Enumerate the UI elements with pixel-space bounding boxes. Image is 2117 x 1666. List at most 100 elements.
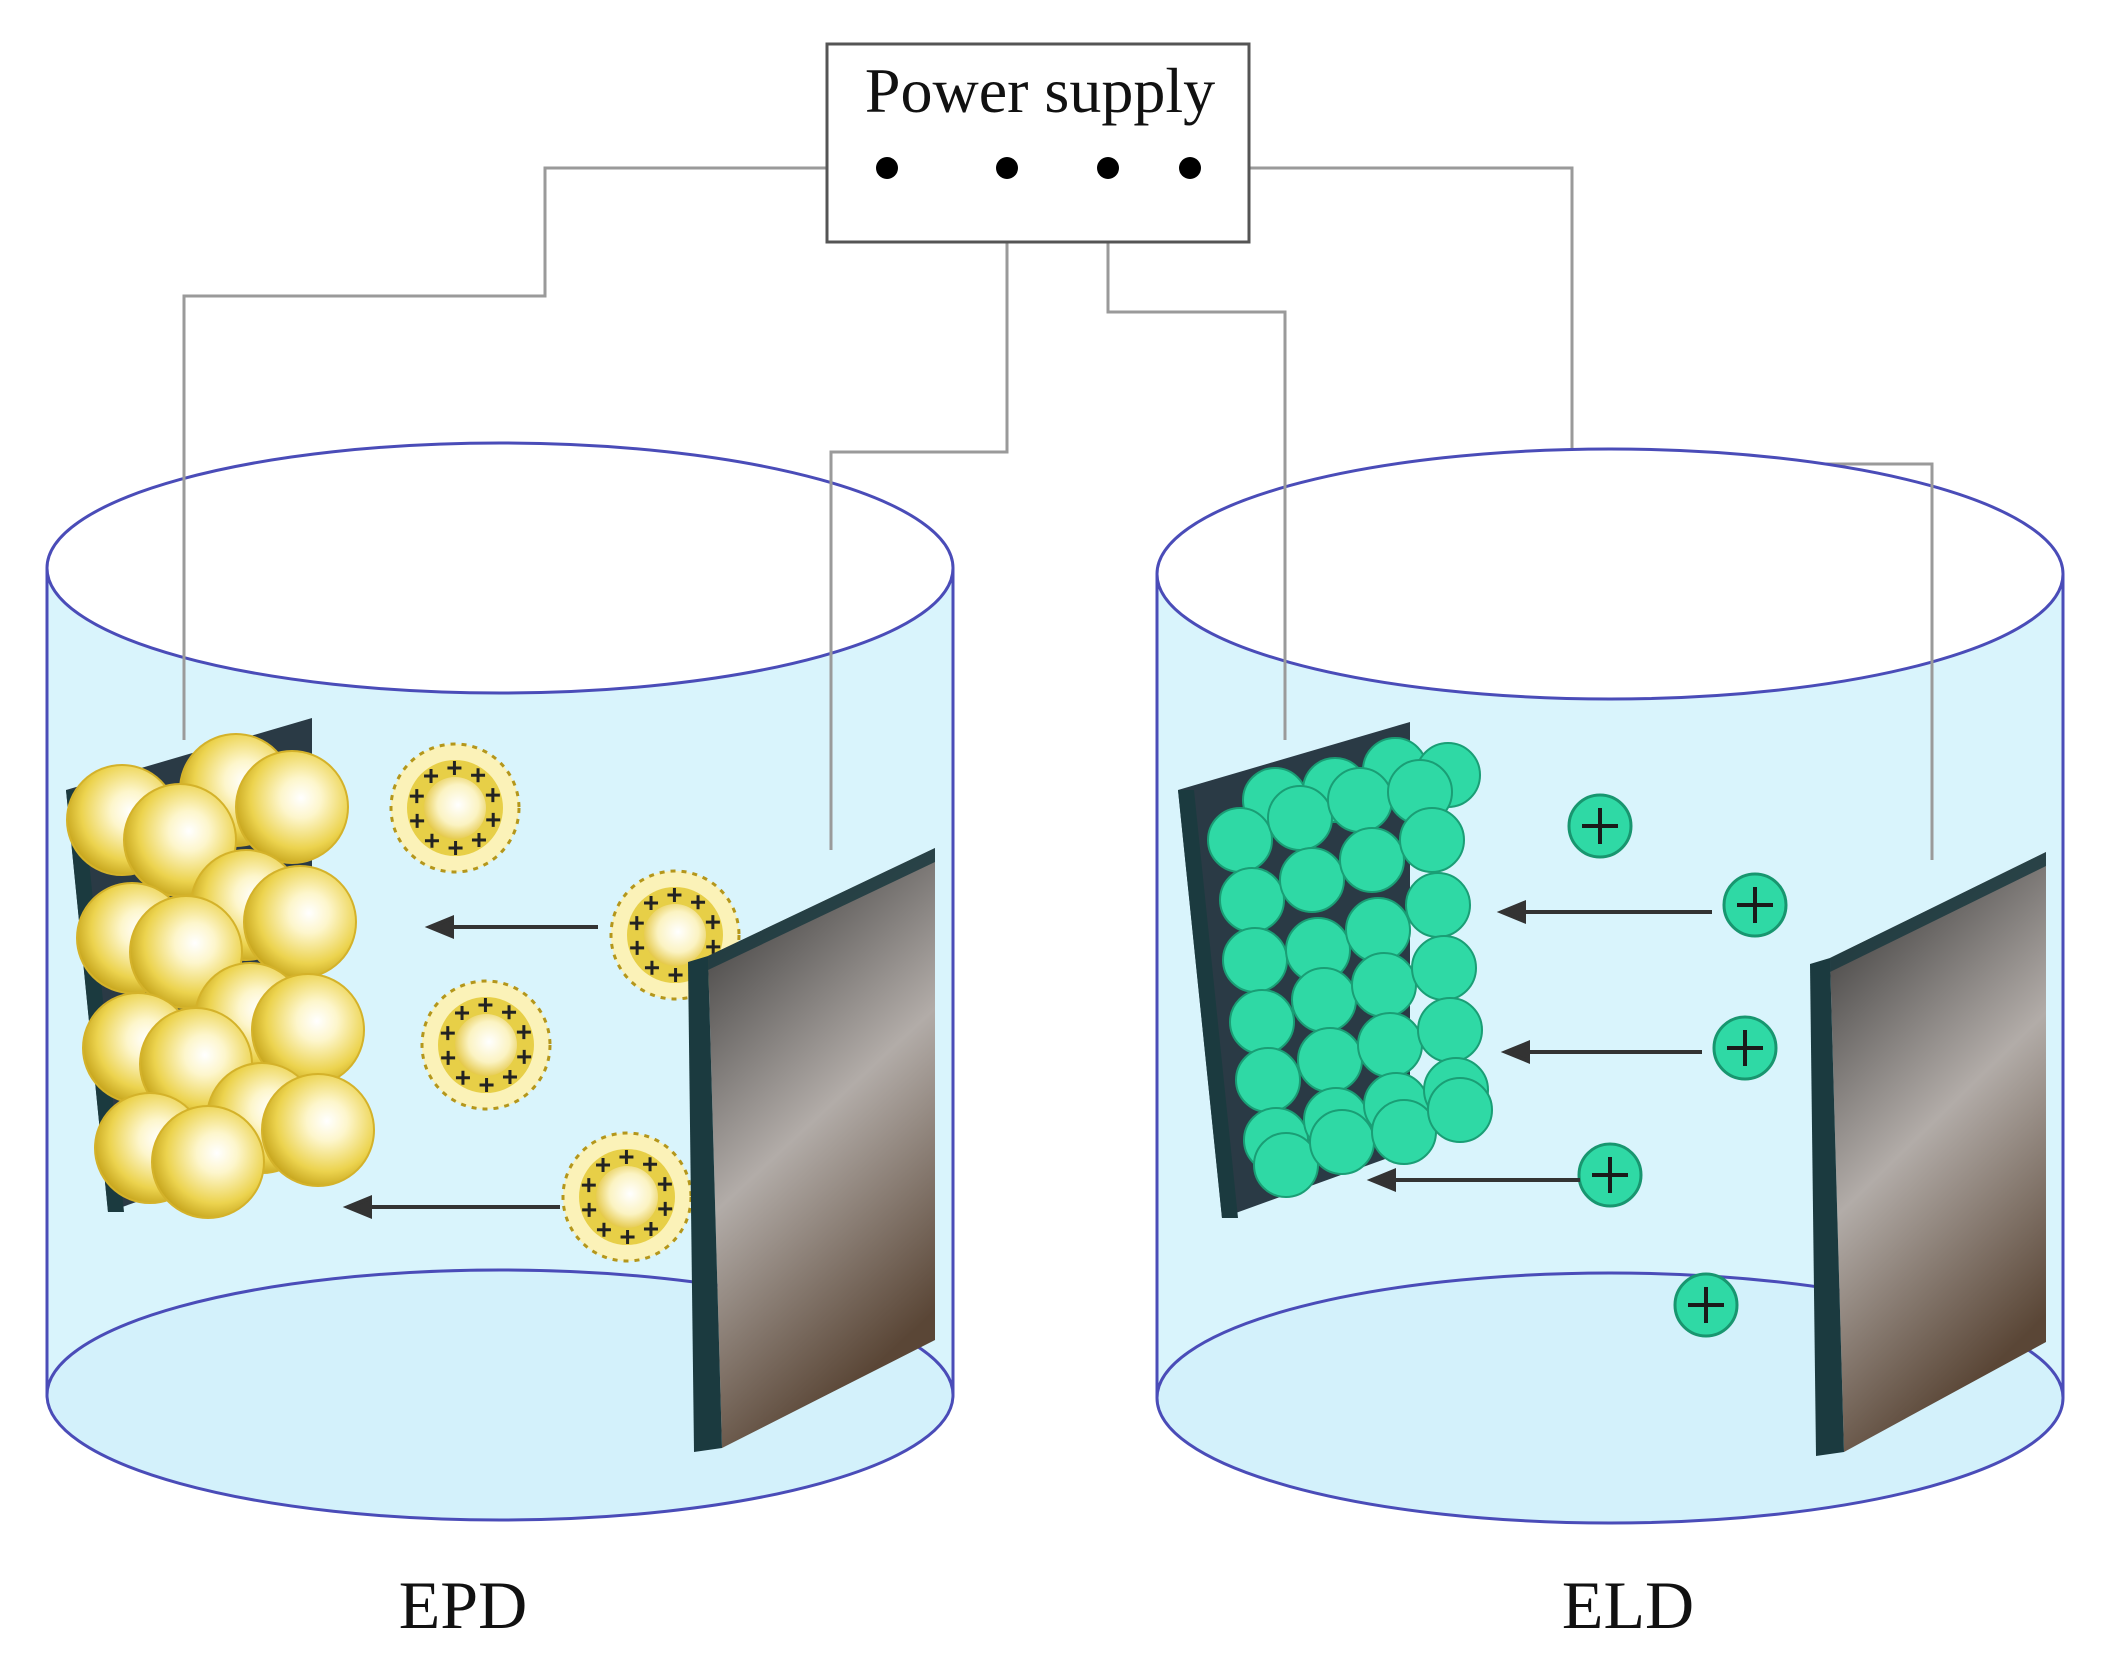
power-supply-box	[825, 42, 1251, 244]
terminal-dot	[1097, 157, 1119, 179]
plus-sign	[582, 1202, 597, 1217]
plus-sign	[517, 1049, 532, 1064]
arrow-head	[1500, 1040, 1530, 1064]
plus-sign	[705, 915, 720, 930]
deposited-ion	[1253, 1132, 1319, 1198]
epd-caption: EPD	[399, 1567, 527, 1643]
particle-core	[596, 1166, 658, 1228]
plus-sign	[478, 998, 493, 1012]
plus-sign	[629, 916, 644, 931]
plus-sign	[596, 1157, 611, 1172]
deposited-ion	[1229, 989, 1295, 1055]
plus-sign	[486, 812, 501, 827]
terminal-dot	[1179, 157, 1201, 179]
plus-icon	[1727, 1030, 1763, 1066]
plus-sign	[620, 1230, 635, 1244]
epd-arrows	[342, 915, 598, 1219]
deposited-ion	[1235, 1047, 1301, 1113]
power-supply-terminals	[876, 157, 1201, 179]
particle-core	[424, 777, 486, 839]
deposited-ion	[1327, 767, 1393, 833]
deposited-ion	[1427, 1077, 1493, 1143]
deposited-ion	[1371, 1099, 1437, 1165]
yellow-particle	[151, 1105, 265, 1219]
plus-sign	[502, 1070, 517, 1085]
eld-arrows	[1366, 900, 1712, 1192]
plus-sign	[455, 1070, 470, 1085]
eld-right-electrode	[1810, 852, 2046, 1456]
plus-sign	[424, 833, 439, 848]
plus-sign	[409, 789, 424, 804]
plus-sign	[643, 1222, 658, 1237]
yellow-particle	[243, 865, 357, 979]
plus-sign	[644, 960, 659, 975]
plus-sign	[667, 888, 682, 903]
arrow-head	[424, 915, 454, 939]
epd-cell: EPD	[45, 440, 955, 1643]
yellow-particle	[261, 1073, 375, 1187]
plus-sign	[691, 895, 706, 910]
plus-sign	[658, 1201, 673, 1216]
cation-ion	[1577, 1142, 1643, 1208]
deposited-ion	[1351, 952, 1417, 1018]
plus-sign	[581, 1178, 596, 1193]
plus-sign	[502, 1005, 517, 1020]
plus-sign	[471, 833, 486, 848]
plus-sign	[440, 1026, 455, 1041]
deposited-ion	[1309, 1109, 1375, 1175]
plus-sign	[657, 1177, 672, 1192]
deposited-ion	[1297, 1027, 1363, 1093]
plus-sign	[485, 788, 500, 803]
plus-icon	[1582, 808, 1618, 844]
deposited-ion	[1207, 807, 1273, 873]
plus-sign	[644, 895, 659, 910]
plus-sign	[441, 1050, 456, 1065]
plus-icon	[1688, 1287, 1724, 1323]
plus-sign	[424, 768, 439, 783]
plus-icon	[1737, 887, 1773, 923]
deposited-ion	[1411, 935, 1477, 1001]
epd-migrating-particles	[389, 742, 741, 1263]
arrow-head	[1496, 900, 1526, 924]
cation-ion	[1567, 793, 1633, 859]
plus-sign	[706, 939, 721, 954]
plus-sign	[643, 1157, 658, 1172]
eld-migrating-ions	[1567, 793, 1788, 1338]
deposited-ion	[1219, 867, 1285, 933]
plus-icon	[1592, 1157, 1628, 1193]
charged-particle	[389, 742, 521, 874]
particle-core	[644, 904, 706, 966]
eld-cell: ELD	[1155, 440, 2065, 1643]
plus-sign	[479, 1078, 494, 1092]
deposited-ion	[1405, 872, 1471, 938]
deposited-ion	[1399, 807, 1465, 873]
epd-deposit	[66, 733, 375, 1219]
plus-sign	[455, 1005, 470, 1020]
eld-caption: ELD	[1562, 1567, 1694, 1643]
deposited-ion	[1339, 827, 1405, 893]
arrow-head	[342, 1195, 372, 1219]
plus-sign	[447, 761, 462, 776]
deposited-ion	[1291, 967, 1357, 1033]
deposited-ion	[1279, 847, 1345, 913]
plus-sign	[596, 1222, 611, 1237]
plus-sign	[516, 1025, 531, 1040]
charged-particle	[561, 1131, 693, 1263]
deposited-ion	[1222, 927, 1288, 993]
power-supply: Power supply	[825, 42, 1251, 244]
deposited-ion	[1267, 785, 1333, 851]
plus-sign	[471, 768, 486, 783]
plus-sign	[448, 840, 463, 855]
plus-sign	[410, 813, 425, 828]
plus-sign	[619, 1150, 634, 1164]
eld-cylinder-top	[1155, 447, 2065, 701]
terminal-dot	[876, 157, 898, 179]
epd-right-electrode	[688, 848, 935, 1452]
deposited-ion	[1345, 897, 1411, 963]
power-supply-label: Power supply	[865, 55, 1215, 126]
arrow-head	[1366, 1168, 1396, 1192]
particle-core	[455, 1014, 517, 1076]
eld-deposit	[1207, 737, 1493, 1198]
charged-particle	[420, 979, 552, 1111]
